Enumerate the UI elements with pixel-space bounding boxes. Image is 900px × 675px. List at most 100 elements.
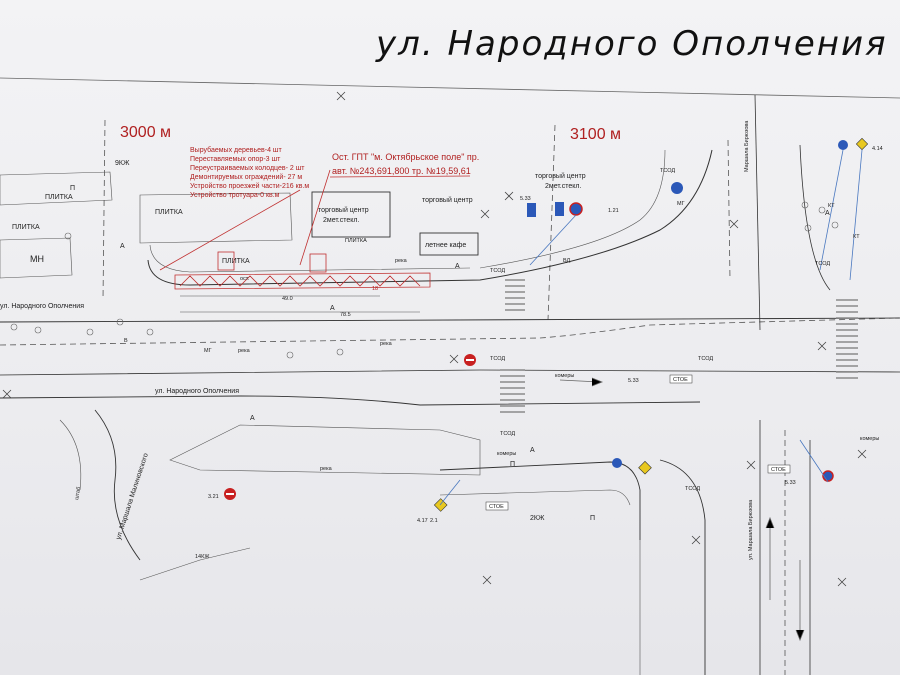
sign-code-417: 4.17 <box>417 518 428 524</box>
side-street-malinovsky-edge <box>94 409 141 561</box>
label-ost: ост. <box>240 276 250 282</box>
label-mg-2: МГ <box>677 201 685 207</box>
label-tsod-1: ТСОД <box>490 268 505 274</box>
priority-road-sign-2 <box>638 460 652 475</box>
crosswalk-right <box>836 299 858 379</box>
map-title: ул. Народного Ополчения <box>375 24 888 64</box>
curb-line-inner <box>149 244 471 273</box>
building-mn-label: МН <box>30 254 44 264</box>
plitka-label-4: ПЛИТКА <box>222 258 250 265</box>
mall-1-label: торговый центр <box>318 206 369 214</box>
note-leader-1 <box>159 189 301 271</box>
plitka-zone <box>139 192 293 244</box>
sign-code-21: 2.1 <box>430 518 438 524</box>
label-tsod-3: ТСОД <box>490 356 505 362</box>
direction-sign-2 <box>612 458 622 468</box>
mall-3-label: торговый центр <box>535 172 586 180</box>
label-p-1: П <box>70 185 75 192</box>
works-item-4: Демонтируемых ограждений- 27 м <box>190 173 302 181</box>
label-reka-4: река <box>395 258 408 264</box>
dimension-78: 78.5 <box>340 312 351 318</box>
works-item-1: Вырубаемых деревьев-4 шт <box>190 146 283 154</box>
crosswalk-upper <box>505 279 525 311</box>
street-label-main-left: ул. Народного Ополчения <box>0 303 84 310</box>
bus-bay-edge <box>439 461 641 540</box>
km-marker-3000: 3000 м <box>120 124 171 141</box>
works-item-6: Устройство тротуара-0 кв.м <box>190 191 280 199</box>
no-stopping-sign <box>569 202 583 216</box>
street-label-malinovsky: ул. Маршала Малиновского <box>115 452 150 540</box>
label-a-3: А <box>455 263 460 270</box>
direction-sign-3 <box>838 140 848 150</box>
tree-symbols <box>10 201 839 359</box>
km-line-3000 <box>102 119 106 301</box>
label-tsod-6: ТСОД <box>815 261 830 267</box>
label-kt-1: КТ <box>828 203 835 209</box>
label-stoe-2: СТОЕ <box>771 467 786 473</box>
label-tsod-2: ТСОД <box>660 168 675 174</box>
building-outline-left <box>0 171 113 206</box>
sign-leader-1 <box>529 214 577 266</box>
plitka-label-5: ПЛИТКА <box>345 238 367 244</box>
no-entry-sign-2-bar <box>226 493 234 495</box>
label-9kzh: 9КЖ <box>115 160 130 167</box>
sign-leader-3 <box>819 149 844 271</box>
no-entry-sign-1-bar <box>466 359 474 361</box>
street-label-biryuzova: Маршала Бирюзова <box>744 120 750 172</box>
sign-code-533-b: 5.33 <box>785 480 796 486</box>
label-p-3: П <box>590 515 595 522</box>
sign-code-533: 5.33 <box>520 196 531 202</box>
plitka-label-1: ПЛИТКА <box>12 224 40 231</box>
summer-cafe <box>419 232 479 256</box>
priority-road-sign-3 <box>855 137 869 151</box>
bus-stop-sign-1 <box>527 203 536 217</box>
mall-3-sublabel: 2мет.стекл. <box>545 183 581 190</box>
priority-road-sign-1 <box>433 498 448 512</box>
label-reka-3: река <box>320 466 333 472</box>
works-list-note: Вырубаемых деревьев-4 шт Переставляемых … <box>190 146 309 199</box>
label-tsod-5: ТСОД <box>685 486 700 492</box>
label-a-5: А <box>825 210 830 217</box>
label-a-2: А <box>330 305 335 312</box>
dimension-18: 18 <box>372 286 378 292</box>
label-v: В <box>124 338 128 344</box>
bus-stop-note-2: авт. №243,691,800 тр. №19,59,61 <box>332 166 471 176</box>
reconstruction-hatch <box>179 275 421 287</box>
label-a-6: А <box>250 415 255 422</box>
removed-element-2 <box>309 253 327 273</box>
plitka-label-3: ПЛИТКА <box>155 209 183 216</box>
bus-bay-inner <box>439 489 631 506</box>
stoe-box-1 <box>669 374 693 384</box>
plitka-label-2: ПЛИТКА <box>45 194 73 201</box>
label-komery-3: комеры <box>860 436 879 442</box>
reconstruction-zone <box>174 272 431 290</box>
mall-1-sublabel: 2мет.стекл. <box>323 217 359 224</box>
mall-building-1 <box>311 191 391 238</box>
bus-stop-sign-2 <box>555 202 564 216</box>
label-tsod-4: ТСОД <box>500 431 515 437</box>
label-2kzh: 2КЖ <box>530 515 545 522</box>
removed-element-1 <box>217 251 235 271</box>
summer-cafe-label: летнее кафе <box>425 242 466 249</box>
street-label-main: ул. Народного Ополчения <box>155 388 239 395</box>
label-p-2: П <box>510 461 515 468</box>
label-14kzh: 14КЖ <box>195 554 209 560</box>
sign-code-321: 3.21 <box>208 494 219 500</box>
works-item-3: Переустраиваемых колодцев- 2 шт <box>190 165 305 172</box>
works-item-2: Переставляемых опор-3 шт <box>190 156 281 163</box>
mall-2-label: торговый центр <box>422 196 473 204</box>
no-stopping-sign-2 <box>822 470 834 482</box>
label-reka-1: река <box>380 341 393 347</box>
label-vd: ВД <box>563 258 571 264</box>
km-marker-3100: 3100 м <box>570 126 621 143</box>
label-tsod-7: ТСОД <box>698 356 713 362</box>
side-street-malinovsky-inner <box>59 419 82 491</box>
direction-sign-1 <box>671 182 683 194</box>
stoe-box-3 <box>485 501 509 511</box>
label-a-4: А <box>530 447 535 454</box>
sheet-frame-line <box>0 77 900 99</box>
crosswalk-middle <box>500 369 525 413</box>
survey-cross-markers <box>2 91 867 587</box>
